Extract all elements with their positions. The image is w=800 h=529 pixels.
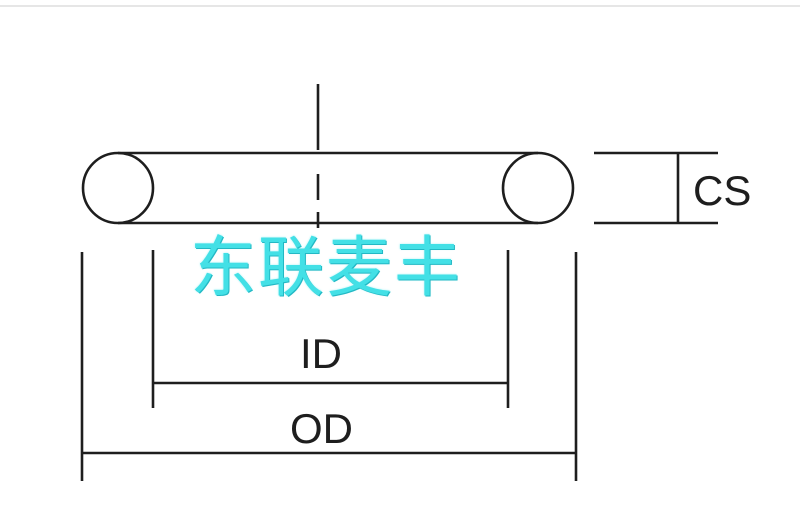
id-label: ID [300, 330, 342, 377]
o-ring-right-section [501, 151, 575, 225]
watermark-text: 东联麦丰 [190, 229, 462, 306]
od-label: OD [290, 405, 353, 452]
o-ring-left-section [81, 151, 155, 225]
cs-label: CS [693, 167, 751, 214]
